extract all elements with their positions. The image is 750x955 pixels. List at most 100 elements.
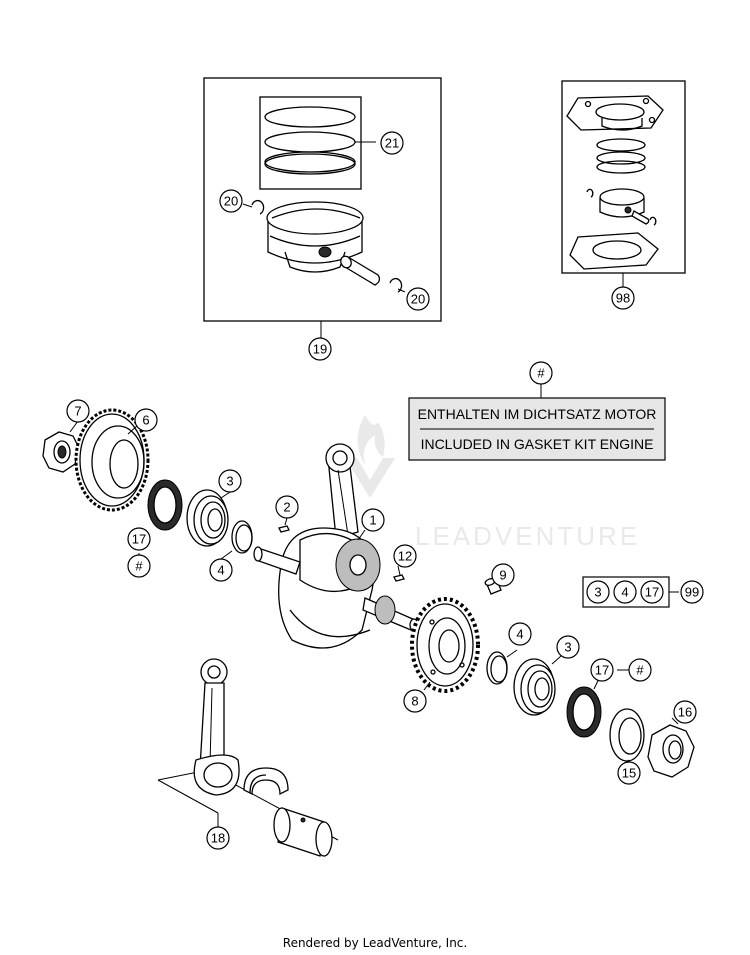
- callout-99: 99: [680, 580, 704, 604]
- callout-2: 2: [275, 495, 299, 519]
- washer-15: [609, 708, 645, 762]
- callout-99-label: 99: [685, 585, 699, 600]
- timing-gear: [410, 597, 480, 693]
- callout-19-label: 19: [313, 342, 327, 357]
- callout-hash-right: #: [628, 658, 652, 682]
- crankshaft-nut-right: [647, 724, 695, 778]
- primary-gear: [74, 408, 150, 512]
- piston-assembly-box: [203, 77, 442, 322]
- callout-17-right-circle: [590, 658, 614, 682]
- callout-19-circle: [308, 337, 332, 361]
- callout-99-circle: [680, 580, 704, 604]
- callout-3-right: 3: [556, 635, 580, 659]
- callout-3-right-circle: [556, 635, 580, 659]
- callout-hash-note-circle: [529, 361, 553, 385]
- callout-17-right: 17: [590, 658, 614, 682]
- gasket-note-german: ENTHALTEN IM DICHTSATZ MOTOR: [418, 406, 657, 422]
- callout-6: 6: [134, 408, 158, 432]
- callout-4-right-label: 4: [516, 627, 523, 642]
- kit-99-item-4: 4: [613, 580, 637, 604]
- callout-20-left-label: 20: [224, 194, 238, 209]
- seal-ring-left: [147, 479, 183, 531]
- kit-99-item-circle: [586, 580, 610, 604]
- kit-99-item-label: 4: [621, 585, 628, 600]
- kit-99-group: [582, 576, 679, 608]
- callout-15-circle: [617, 761, 641, 785]
- callout-16-circle: [673, 700, 697, 724]
- callout-hash-left-circle: [127, 554, 151, 578]
- callout-9: 9: [491, 563, 515, 587]
- gasket-note: ENTHALTEN IM DICHTSATZ MOTOR INCLUDED IN…: [408, 384, 666, 461]
- callout-4-right-circle: [508, 622, 532, 646]
- callout-4-left-label: 4: [217, 563, 224, 578]
- woodruff-key-12: [393, 574, 405, 582]
- woodruff-key-2: [278, 525, 290, 533]
- watermark-logo: LEADVENTURE: [345, 415, 640, 551]
- bearing-left: [186, 489, 229, 547]
- callout-8: 8: [403, 689, 427, 713]
- callout-21: 21: [380, 131, 404, 155]
- kit-99-item-circle: [613, 580, 637, 604]
- callout-98-circle: [611, 286, 635, 310]
- callout-12-circle: [393, 544, 417, 568]
- callout-15-label: 15: [622, 766, 636, 781]
- gasket-kit-piston: [599, 188, 645, 218]
- callout-12-label: 12: [398, 549, 412, 564]
- callout-20-left: 20: [219, 189, 243, 213]
- callout-1-circle: [361, 508, 385, 532]
- callout-16: 16: [673, 700, 697, 724]
- callout-2-label: 2: [283, 500, 290, 515]
- callout-4-left-circle: [209, 558, 233, 582]
- callout-17-left-circle: [127, 527, 151, 551]
- callout-3-left-circle: [218, 469, 242, 493]
- callout-20-right-label: 20: [411, 292, 425, 307]
- kit-99-item-label: 3: [594, 585, 601, 600]
- callout-hash-left: #: [127, 554, 151, 578]
- callout-8-label: 8: [411, 694, 418, 709]
- callout-18: 18: [206, 826, 230, 850]
- callout-7: 7: [66, 399, 90, 423]
- callout-hash-note-label: #: [537, 366, 545, 381]
- callout-6-label: 6: [142, 413, 149, 428]
- callout-17-left-label: 17: [132, 532, 146, 547]
- crank-pin: [273, 807, 333, 857]
- kit-99-item-3: 3: [586, 580, 610, 604]
- callout-20-right-circle: [406, 287, 430, 311]
- spacer-washer-right: [486, 651, 508, 685]
- piston-rings: [264, 106, 356, 175]
- kit-99-item-17: 17: [640, 580, 664, 604]
- callout-19: 19: [308, 337, 332, 361]
- callout-20-left-circle: [219, 189, 243, 213]
- callout-15: 15: [617, 761, 641, 785]
- head-gasket: [566, 95, 664, 131]
- callout-18-circle: [206, 826, 230, 850]
- piston-ring-sub-box: [259, 96, 362, 190]
- callout-8-circle: [403, 689, 427, 713]
- callout-98: 98: [611, 286, 635, 310]
- connecting-rod: [193, 658, 240, 796]
- watermark-text: LEADVENTURE: [415, 521, 640, 551]
- callout-21-label: 21: [385, 136, 399, 151]
- circlip-left: [251, 199, 265, 215]
- callout-hash-note: #: [529, 361, 553, 385]
- crankshaft: [253, 443, 419, 649]
- callout-17-left: 17: [127, 527, 151, 551]
- bearing-right: [513, 658, 556, 716]
- callout-6-circle: [134, 408, 158, 432]
- piston-pin: [340, 255, 381, 286]
- callout-7-label: 7: [74, 404, 81, 419]
- callout-2-circle: [275, 495, 299, 519]
- callout-3-right-label: 3: [564, 640, 571, 655]
- callout-98-label: 98: [616, 291, 630, 306]
- gasket-kit-rings: [596, 138, 646, 174]
- footer-credit: Rendered by LeadVenture, Inc.: [283, 936, 467, 950]
- shaft-seal-right: [566, 686, 602, 738]
- callout-4-left: 4: [209, 558, 233, 582]
- callout-9-circle: [491, 563, 515, 587]
- piston: [266, 201, 364, 273]
- callout-17-right-label: 17: [595, 663, 609, 678]
- kit-99-item-circle: [640, 580, 664, 604]
- callout-21-circle: [380, 131, 404, 155]
- callout-4-right: 4: [508, 622, 532, 646]
